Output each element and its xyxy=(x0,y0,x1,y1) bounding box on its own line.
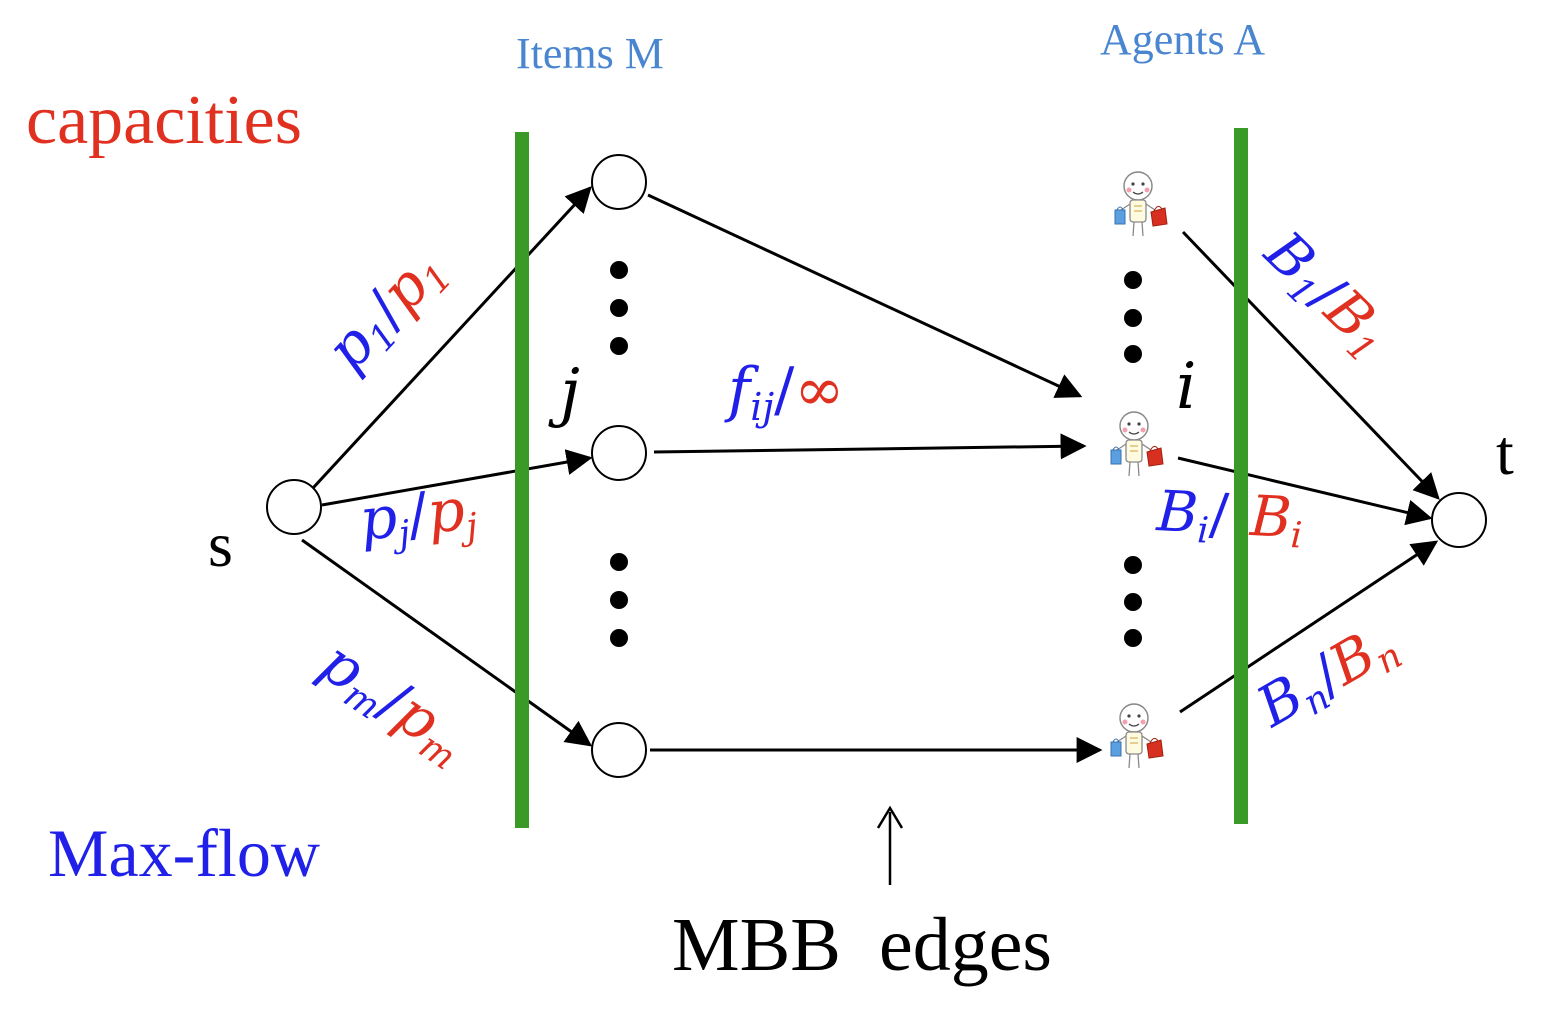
mbb-edge-top xyxy=(647,193,1083,398)
ellipsis-dots-agents-lower xyxy=(1124,556,1142,647)
edge-s-to-item-1 xyxy=(311,186,592,490)
capacities-label: capacities xyxy=(26,82,302,159)
item-j-label: j xyxy=(548,356,580,430)
edge-label-fij: fij/∞ xyxy=(724,355,844,429)
source-label: s xyxy=(208,509,233,580)
svg-text:pj/pj: pj/pj xyxy=(356,474,479,559)
edge-label-p1: p1/p1 xyxy=(313,235,462,387)
edge-agent-n-to-t xyxy=(1179,540,1439,714)
shopper-with-bags-icon xyxy=(1110,411,1164,477)
svg-text:p1/p1: p1/p1 xyxy=(313,235,462,387)
item-node-j xyxy=(591,425,647,481)
edge-s-to-item-j xyxy=(321,449,593,507)
ellipsis-dots-items-lower xyxy=(610,553,628,647)
edge-label-Bi: Bi/Bi xyxy=(1154,479,1305,557)
svg-text:fij/∞: fij/∞ xyxy=(724,355,844,429)
edge-label-Bn: Bn/Bn xyxy=(1246,610,1410,745)
edge-label-pj: pj/pj xyxy=(356,474,479,559)
ellipsis-dots-agents-upper xyxy=(1124,271,1142,363)
mbb-edge-middle xyxy=(653,433,1087,460)
mbb-edges-label: MBB edges xyxy=(672,903,1052,987)
agents-header: Agents A xyxy=(1100,15,1265,64)
cut-line-left xyxy=(515,132,529,828)
edge-agent-i-to-t xyxy=(1177,456,1433,526)
max-flow-label: Max-flow xyxy=(48,815,320,891)
sink-node xyxy=(1431,492,1487,548)
svg-text:Bi/Bi: Bi/Bi xyxy=(1154,479,1305,557)
source-node xyxy=(266,479,322,535)
agent-i-label: i xyxy=(1176,350,1196,424)
sink-label: t xyxy=(1496,417,1514,488)
edge-agent-1-to-t xyxy=(1181,230,1440,500)
mbb-pointer-arrowhead xyxy=(876,805,904,829)
cut-line-right xyxy=(1234,128,1248,824)
edge-label-B1: B1/B1 xyxy=(1248,219,1403,372)
svg-text:Bn/Bn: Bn/Bn xyxy=(1246,610,1410,745)
svg-text:B1/B1: B1/B1 xyxy=(1248,219,1403,372)
items-header: Items M xyxy=(516,29,664,78)
shopper-with-bags-icon xyxy=(1110,703,1164,769)
edge-s-to-item-m xyxy=(301,538,593,747)
ellipsis-dots-items-upper xyxy=(610,261,628,355)
shopper-with-bags-icon xyxy=(1114,171,1168,237)
item-node-1 xyxy=(591,154,647,210)
item-node-m xyxy=(591,722,647,778)
